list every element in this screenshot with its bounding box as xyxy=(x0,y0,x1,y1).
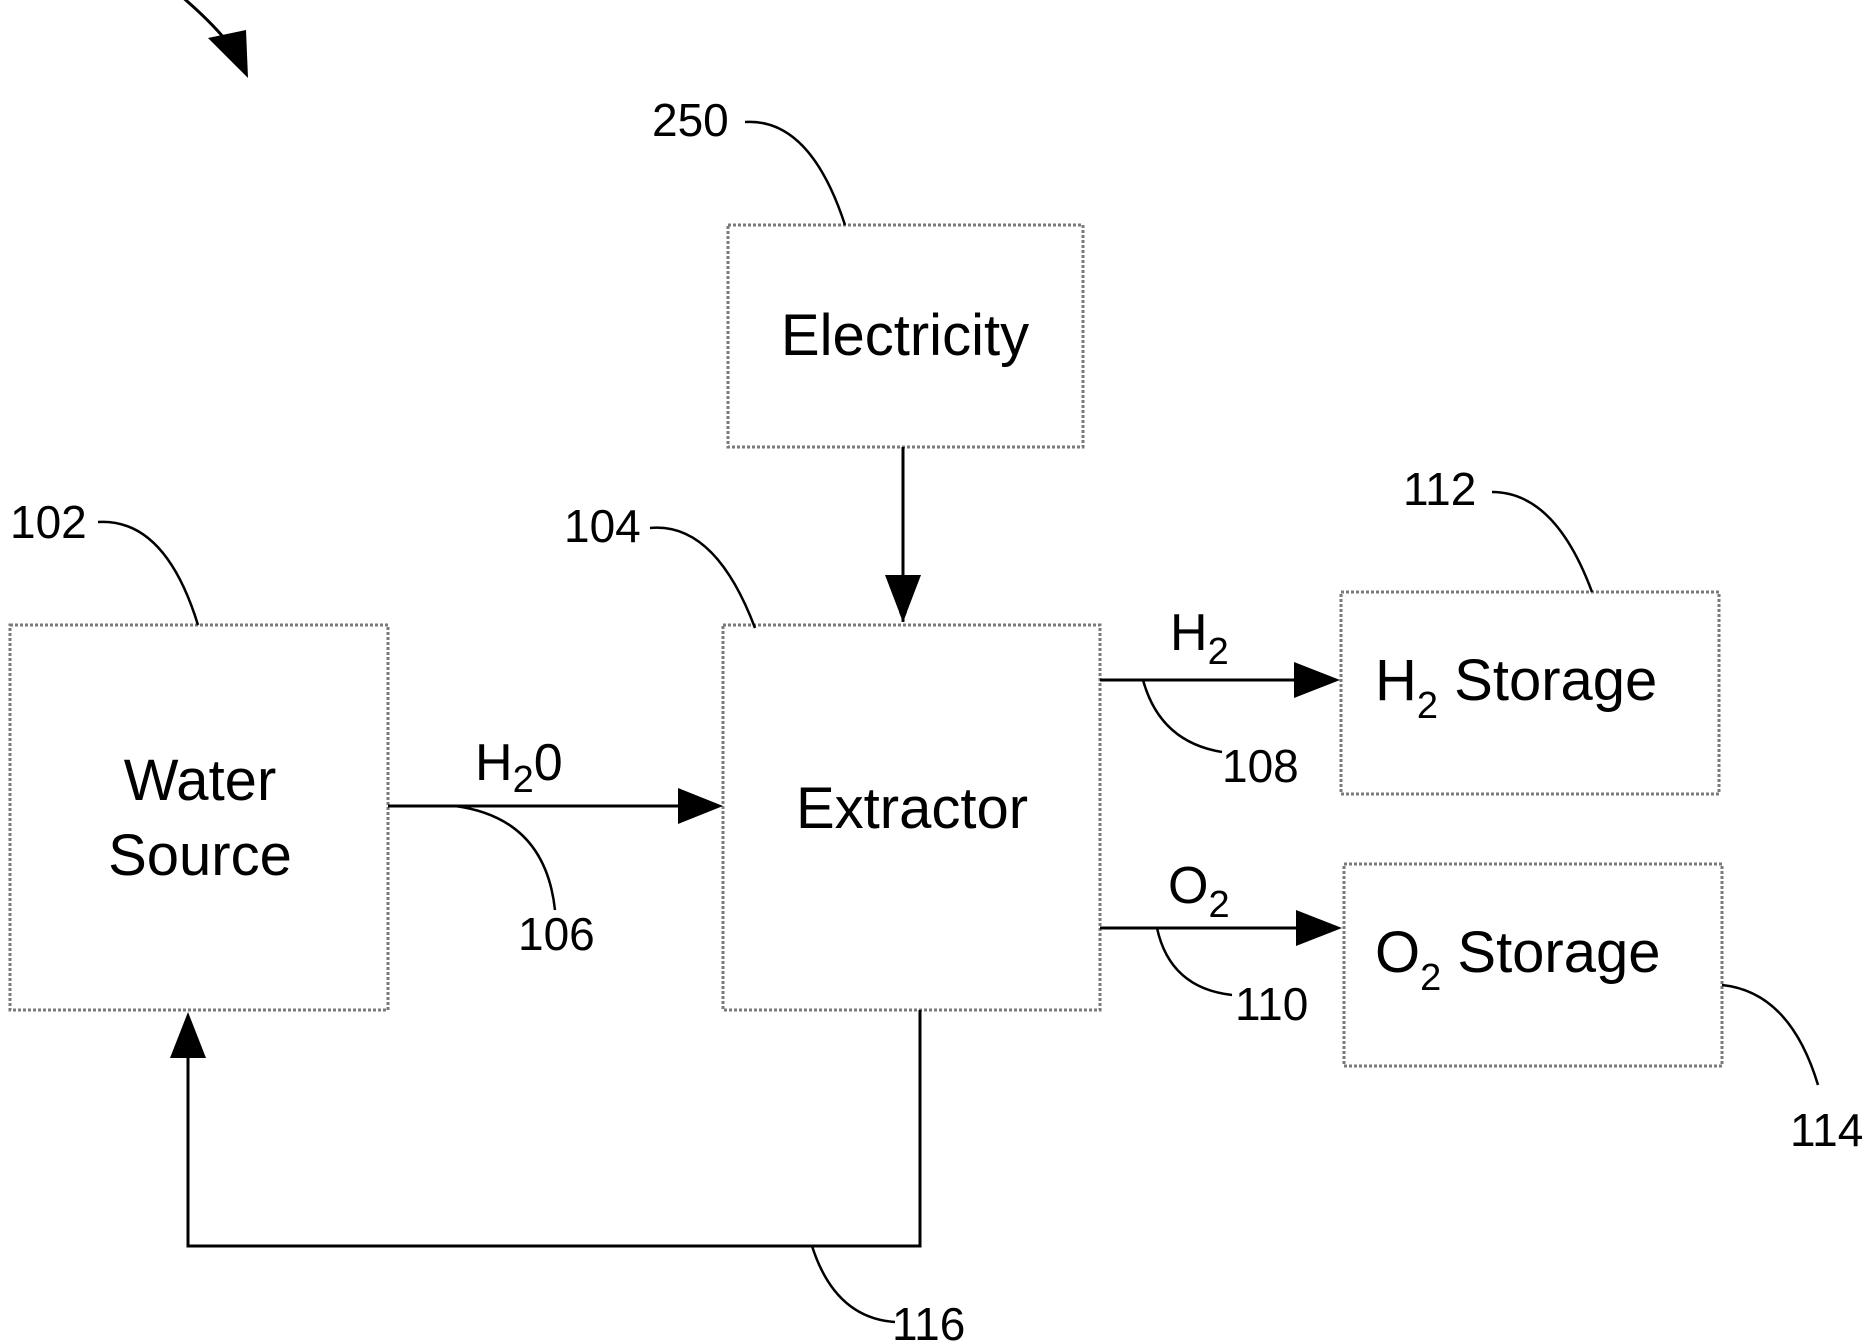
leader-114 xyxy=(1722,985,1818,1085)
leader-102 xyxy=(98,522,198,625)
extractor-label: Extractor xyxy=(796,776,1028,841)
ref-104: 104 xyxy=(564,500,641,552)
leader-110 xyxy=(1157,928,1232,995)
o2-flow-label: O2 xyxy=(1168,857,1230,926)
ref-112: 112 xyxy=(1403,463,1476,515)
figure-pointer-arrowhead xyxy=(208,30,248,78)
h2-flow-label: H2 xyxy=(1170,604,1229,673)
ref-106: 106 xyxy=(518,908,595,960)
ref-102: 102 xyxy=(10,496,87,548)
water-flow-label: H20 xyxy=(475,734,563,801)
leader-104 xyxy=(650,528,755,628)
leader-106 xyxy=(455,806,555,910)
electricity-arrowhead xyxy=(885,575,921,622)
water-source-box xyxy=(10,625,388,1010)
leader-112 xyxy=(1492,492,1592,592)
o2-flow-arrowhead xyxy=(1296,910,1342,946)
water-source-label: Water xyxy=(124,748,277,813)
h2-flow-arrowhead xyxy=(1294,662,1340,698)
leader-116 xyxy=(812,1246,895,1322)
return-flow-line xyxy=(188,1010,920,1246)
leader-250 xyxy=(745,122,845,225)
electricity-label: Electricity xyxy=(781,303,1029,368)
ref-116: 116 xyxy=(892,1298,965,1343)
ref-250: 250 xyxy=(652,94,729,146)
water-flow-arrowhead xyxy=(678,788,723,824)
ref-114: 114 xyxy=(1790,1104,1863,1156)
ref-110: 110 xyxy=(1235,978,1308,1030)
ref-108: 108 xyxy=(1222,740,1299,792)
water-source-label-line2: Source xyxy=(108,823,292,888)
leader-108 xyxy=(1143,680,1222,752)
return-flow-arrowhead xyxy=(170,1012,206,1058)
